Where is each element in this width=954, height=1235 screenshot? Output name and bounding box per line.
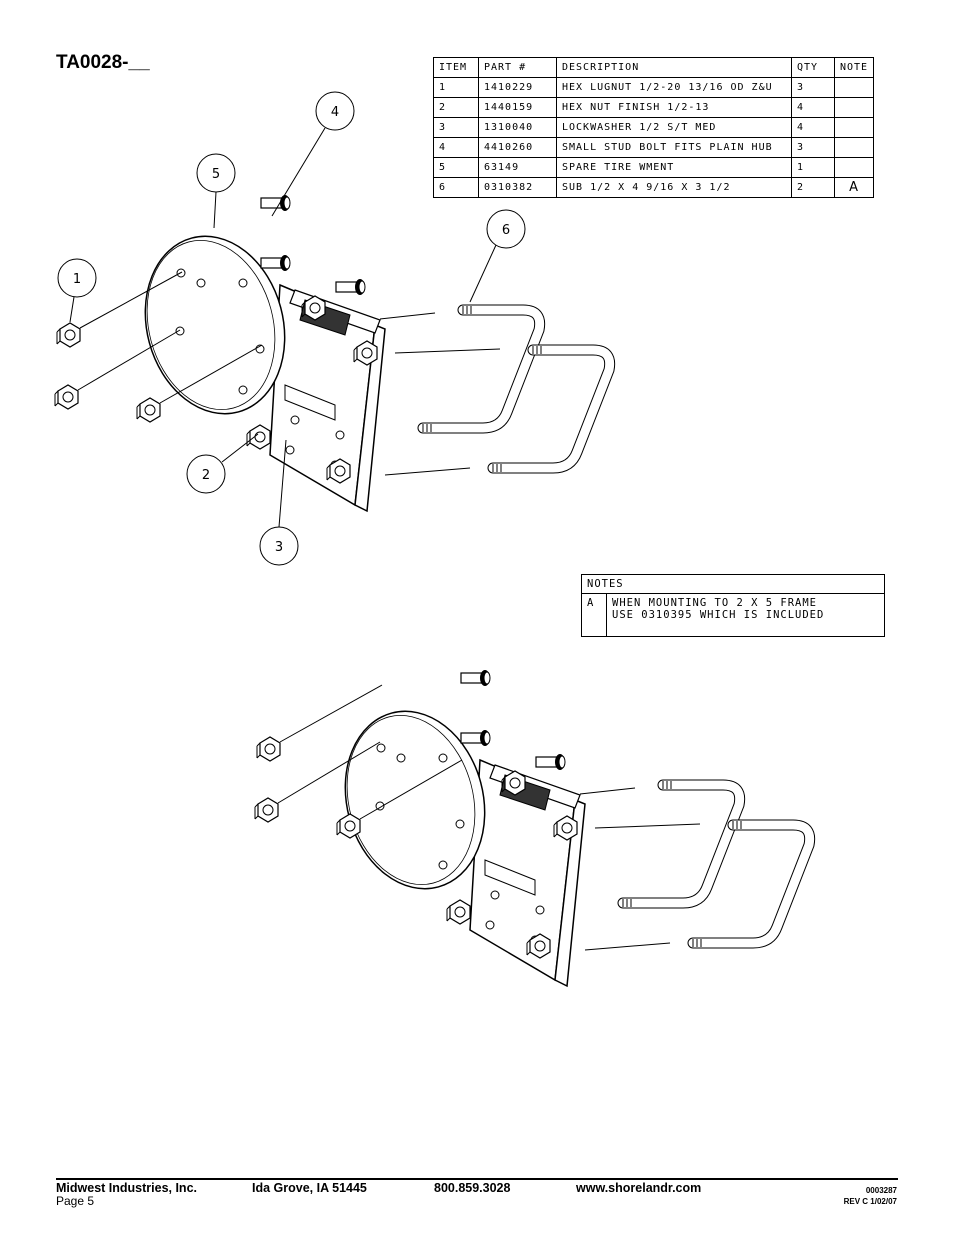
svg-text:6: 6 xyxy=(502,223,510,238)
note-line: WHEN MOUNTING TO 2 X 5 FRAME xyxy=(612,597,818,609)
callout-5: 5 xyxy=(196,153,236,229)
svg-text:5: 5 xyxy=(212,167,220,182)
callout-1: 1 xyxy=(57,258,97,323)
footer-company: Midwest Industries, Inc. xyxy=(56,1181,197,1195)
upper-loose-nuts xyxy=(54,271,263,423)
footer-revision: REV C 1/02/07 xyxy=(843,1197,897,1206)
table-row: 6 0310382 SUB 1/2 X 4 9/16 X 3 1/2 2 A xyxy=(433,177,875,198)
cell-part: 0310382 xyxy=(478,177,557,198)
svg-text:2: 2 xyxy=(202,468,210,483)
note-line: USE 0310395 WHICH IS INCLUDED xyxy=(612,609,825,621)
notes-row: A WHEN MOUNTING TO 2 X 5 FRAME USE 03103… xyxy=(581,593,885,637)
footer-city: Ida Grove, IA 51445 xyxy=(252,1181,367,1195)
lower-loose-nuts xyxy=(254,684,463,839)
callout-2: 2 xyxy=(186,433,259,494)
table-row: 4 4410260 SMALL STUD BOLT FITS PLAIN HUB… xyxy=(433,137,875,158)
svg-text:4: 4 xyxy=(331,105,339,120)
footer-page-number: Page 5 xyxy=(56,1194,95,1208)
notes-table: NOTES A WHEN MOUNTING TO 2 X 5 FRAME USE… xyxy=(581,574,885,637)
footer-rule xyxy=(56,1178,898,1180)
footer-website: www.shorelandr.com xyxy=(576,1181,702,1195)
parts-table: ITEM PART # DESCRIPTION QTY NOTE 1 14102… xyxy=(433,57,875,198)
svg-text:3: 3 xyxy=(275,540,283,555)
table-row: 5 63149 SPARE TIRE WMENT 1 xyxy=(433,157,875,178)
lower-assembly xyxy=(326,670,810,986)
table-row: 3 1310040 LOCKWASHER 1/2 S/T MED 4 xyxy=(433,117,875,138)
footer-doc-number: 0003287 xyxy=(865,1186,897,1195)
callout-3: 3 xyxy=(259,439,299,566)
cell-note: A xyxy=(833,177,875,198)
footer-phone: 800.859.3028 xyxy=(434,1181,511,1195)
callout-6: 6 xyxy=(469,209,526,303)
callout-4: 4 xyxy=(271,91,355,217)
svg-text:1: 1 xyxy=(73,272,81,287)
note-text: WHEN MOUNTING TO 2 X 5 FRAME USE 0310395… xyxy=(606,593,885,637)
table-row: 1 1410229 HEX LUGNUT 1/2-20 13/16 OD Z&U… xyxy=(433,77,875,98)
note-key: A xyxy=(581,593,607,637)
document-title: TA0028-__ xyxy=(56,52,150,73)
